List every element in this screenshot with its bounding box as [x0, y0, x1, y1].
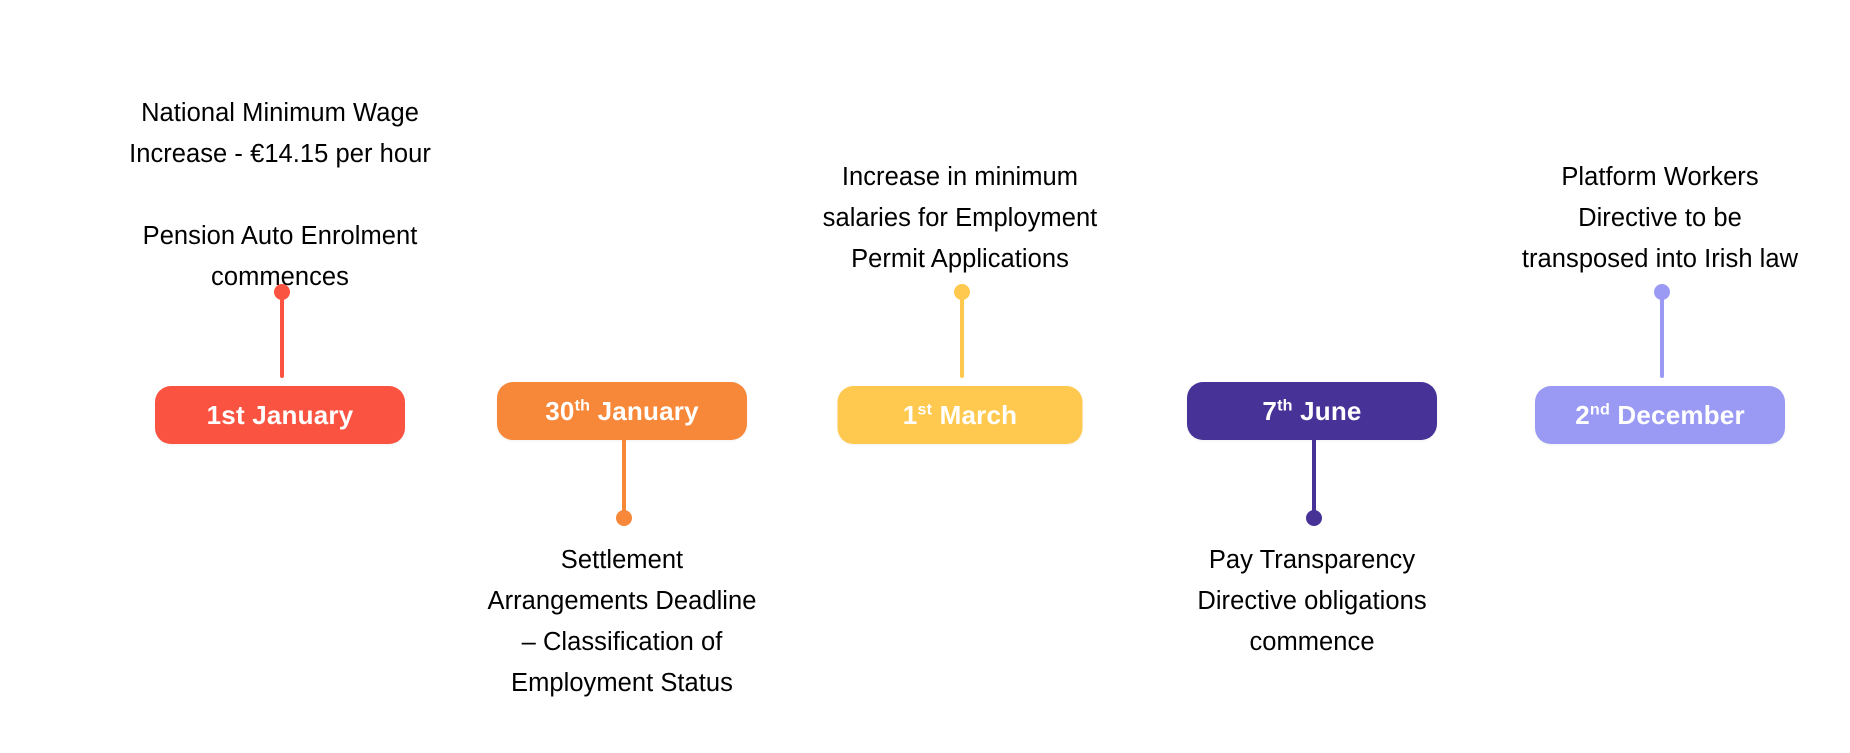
milestone-caption: Settlement Arrangements Deadline – Class… — [487, 546, 757, 697]
date-month: January — [244, 400, 354, 430]
connector-stem — [622, 432, 626, 518]
date-ordinal-suffix: nd — [1589, 400, 1610, 419]
milestone-caption: Platform Workers Directive to be transpo… — [1521, 163, 1799, 273]
milestone-1st-january: National Minimum Wage Increase - €14.15 … — [110, 0, 450, 753]
connector-line-up — [274, 284, 290, 378]
milestone-caption: Pay Transparency Directive obligations c… — [1197, 546, 1427, 656]
date-month: January — [590, 396, 699, 426]
date-number: 1 — [902, 400, 918, 430]
connector-line-up — [1654, 284, 1670, 378]
milestone-date-label: 1st January — [207, 402, 354, 428]
date-number: 7 — [1262, 396, 1278, 426]
connector-stem — [280, 292, 284, 378]
milestone-1st-march: Increase in minimum salaries for Employm… — [790, 0, 1130, 753]
connector-dot — [1306, 510, 1322, 526]
milestone-2nd-december: Platform Workers Directive to be transpo… — [1490, 0, 1830, 753]
date-number: 30 — [545, 396, 575, 426]
connector-dot — [274, 284, 290, 300]
milestone-date-label: 1st March — [902, 400, 1018, 430]
connector-line-down — [1306, 432, 1322, 526]
milestone-date-label: 2nd December — [1575, 400, 1745, 430]
milestone-caption: Increase in minimum salaries for Employm… — [822, 163, 1098, 273]
connector-stem — [960, 292, 964, 378]
milestone-date-label: 7th June — [1262, 396, 1362, 426]
milestone-date-badge[interactable]: 7th June — [1187, 382, 1437, 440]
milestone-caption: National Minimum Wage Increase - €14.15 … — [129, 99, 431, 291]
date-ordinal-suffix: th — [574, 396, 591, 415]
date-month: March — [932, 400, 1018, 430]
connector-line-up — [954, 284, 970, 378]
milestone-date-badge[interactable]: 30th January — [497, 382, 747, 440]
connector-dot — [1654, 284, 1670, 300]
milestone-date-badge[interactable]: 2nd December — [1535, 386, 1785, 444]
milestone-7th-june: 7th June Pay Transparency Directive obli… — [1142, 0, 1482, 753]
connector-dot — [954, 284, 970, 300]
connector-dot — [616, 510, 632, 526]
date-month: December — [1610, 400, 1745, 430]
date-month: June — [1292, 396, 1362, 426]
milestone-date-badge[interactable]: 1st January — [155, 386, 405, 444]
date-ordinal-suffix: th — [1277, 396, 1293, 415]
connector-stem — [1312, 432, 1316, 518]
date-ordinal-suffix: st — [917, 400, 933, 419]
milestone-date-badge[interactable]: 1st March — [837, 386, 1083, 444]
milestone-30th-january: 30th January Settlement Arrangements Dea… — [452, 0, 792, 753]
date-number: 1st — [206, 400, 245, 430]
connector-line-down — [616, 432, 632, 526]
date-number: 2 — [1575, 400, 1590, 430]
connector-stem — [1660, 292, 1664, 378]
milestone-date-label: 30th January — [545, 396, 699, 426]
